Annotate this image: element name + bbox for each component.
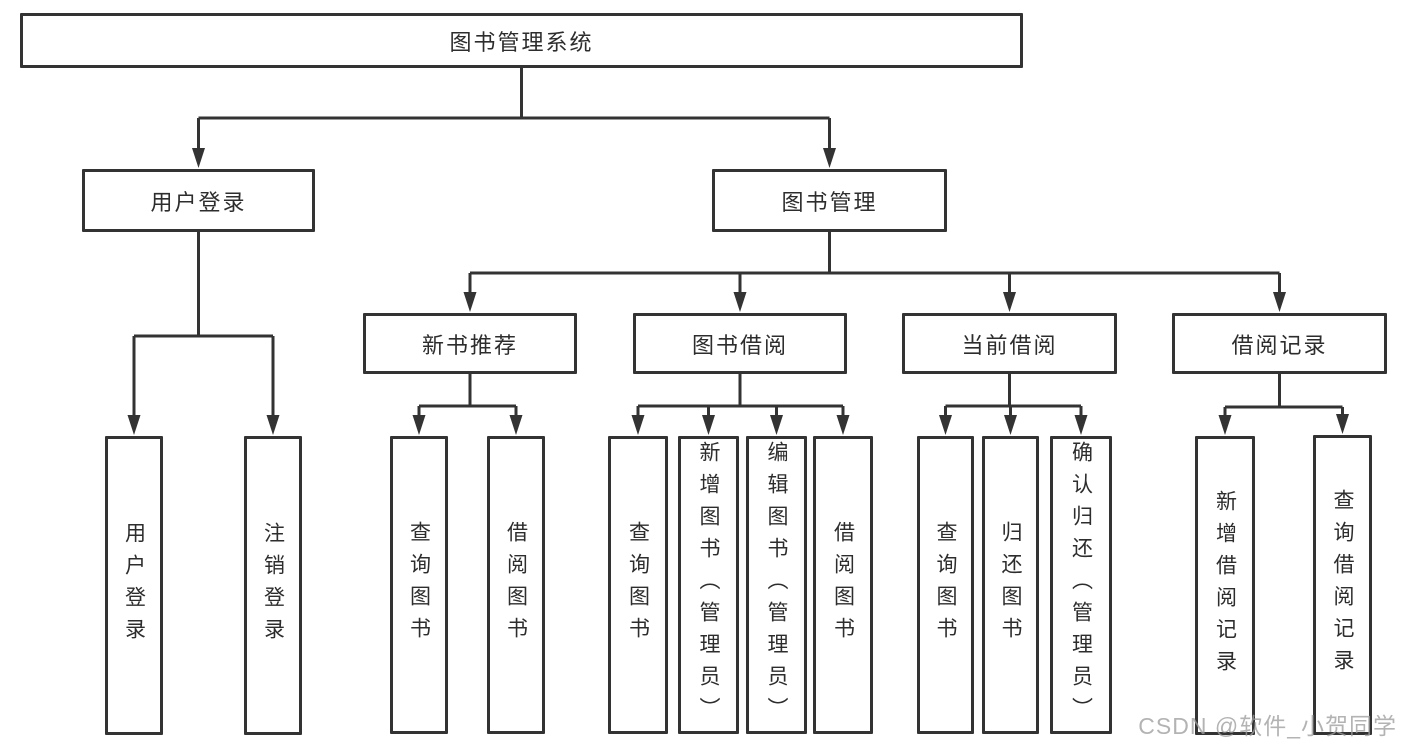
- node-label: 用户登录: [122, 521, 146, 650]
- node-label: 编辑图书（管理员）: [765, 441, 788, 729]
- arrowhead-icon: [702, 415, 715, 435]
- node-label: 查询借阅记录: [1331, 489, 1354, 681]
- arrowhead-icon: [412, 415, 426, 435]
- node-user-login: 用户登录: [82, 169, 315, 232]
- arrowhead-icon: [266, 415, 280, 435]
- node-leaf-confirm-return: 确认归还（管理员）: [1050, 436, 1112, 734]
- arrowhead-icon: [1336, 414, 1349, 434]
- arrowhead-icon: [733, 292, 747, 312]
- arrowhead-icon: [836, 415, 850, 435]
- node-leaf-add-book: 新增图书（管理员）: [678, 436, 739, 734]
- node-label: 注销登录: [261, 521, 285, 650]
- node-label: 图书管理系统: [449, 29, 594, 55]
- arrowhead-icon: [1004, 415, 1017, 435]
- node-leaf-query-book-3: 查询图书: [917, 436, 974, 734]
- node-leaf-logout: 注销登录: [244, 436, 302, 735]
- node-label: 当前借阅: [961, 332, 1058, 358]
- node-book-mgmt: 图书管理: [712, 169, 947, 232]
- node-label: 归还图书: [999, 521, 1022, 649]
- arrowhead-icon: [463, 292, 477, 312]
- arrowhead-icon: [192, 148, 205, 168]
- node-label: 确认归还（管理员）: [1069, 441, 1093, 729]
- node-label: 查询图书: [626, 521, 650, 649]
- node-leaf-borrow-book-2: 借阅图书: [813, 436, 873, 734]
- node-label: 新书推荐: [421, 332, 518, 358]
- node-label: 借阅图书: [504, 521, 528, 649]
- arrowhead-icon: [1273, 292, 1286, 312]
- arrowhead-icon: [631, 415, 645, 435]
- arrowhead-icon: [127, 415, 141, 435]
- node-label: 查询图书: [407, 521, 431, 649]
- arrowhead-icon: [1218, 415, 1232, 435]
- node-leaf-query-book-1: 查询图书: [390, 436, 448, 734]
- node-leaf-return-book: 归还图书: [982, 436, 1039, 734]
- node-book-borrow: 图书借阅: [633, 313, 847, 374]
- node-label: 图书管理: [781, 189, 878, 215]
- node-label: 用户登录: [150, 189, 247, 215]
- node-label: 新增借阅记录: [1213, 489, 1237, 682]
- node-borrow-records: 借阅记录: [1172, 313, 1387, 374]
- arrowhead-icon: [939, 415, 952, 435]
- node-new-book-rec: 新书推荐: [363, 313, 577, 374]
- arrowhead-icon: [1003, 292, 1016, 312]
- node-leaf-add-record: 新增借阅记录: [1195, 436, 1255, 735]
- node-leaf-query-record: 查询借阅记录: [1313, 435, 1372, 735]
- node-leaf-borrow-book-1: 借阅图书: [487, 436, 545, 734]
- arrowhead-icon: [509, 415, 523, 435]
- arrowhead-icon: [1074, 415, 1088, 435]
- node-leaf-query-book-2: 查询图书: [608, 436, 668, 734]
- node-label: 查询图书: [934, 521, 957, 649]
- node-leaf-user-login: 用户登录: [105, 436, 163, 735]
- node-label: 图书借阅: [691, 332, 788, 358]
- arrowhead-icon: [770, 415, 783, 435]
- node-label: 新增图书（管理员）: [697, 441, 720, 729]
- node-root: 图书管理系统: [20, 13, 1023, 68]
- node-label: 借阅图书: [831, 521, 855, 649]
- node-leaf-edit-book: 编辑图书（管理员）: [746, 436, 807, 734]
- node-label: 借阅记录: [1231, 332, 1328, 358]
- node-current-borrow: 当前借阅: [902, 313, 1117, 374]
- arrowhead-icon: [823, 148, 836, 168]
